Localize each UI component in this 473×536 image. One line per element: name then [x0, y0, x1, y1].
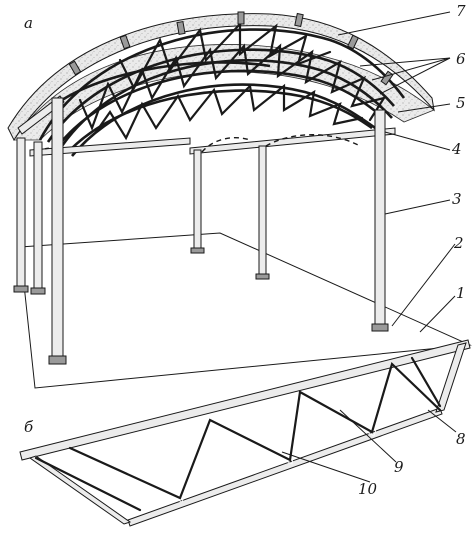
- label-6: 6: [456, 50, 466, 68]
- label-7: 7: [456, 2, 466, 20]
- posts: [13, 97, 389, 365]
- label-5: 5: [456, 94, 466, 112]
- label-part-b: б: [24, 418, 34, 436]
- ground-outline: [19, 232, 472, 389]
- purlins: [68, 11, 394, 86]
- label-3: 3: [452, 190, 462, 208]
- label-10: 10: [358, 480, 378, 498]
- label-1: 1: [456, 284, 466, 302]
- label-2: 2: [453, 234, 464, 252]
- flat-truss: [19, 339, 471, 527]
- label-part-a: а: [24, 14, 33, 32]
- label-9: 9: [394, 458, 404, 476]
- labels: а б 7 6 5 4 3 2 1 8 9 10: [24, 2, 466, 498]
- label-4: 4: [451, 140, 462, 158]
- label-8: 8: [456, 430, 466, 448]
- leader-lines: [281, 11, 457, 483]
